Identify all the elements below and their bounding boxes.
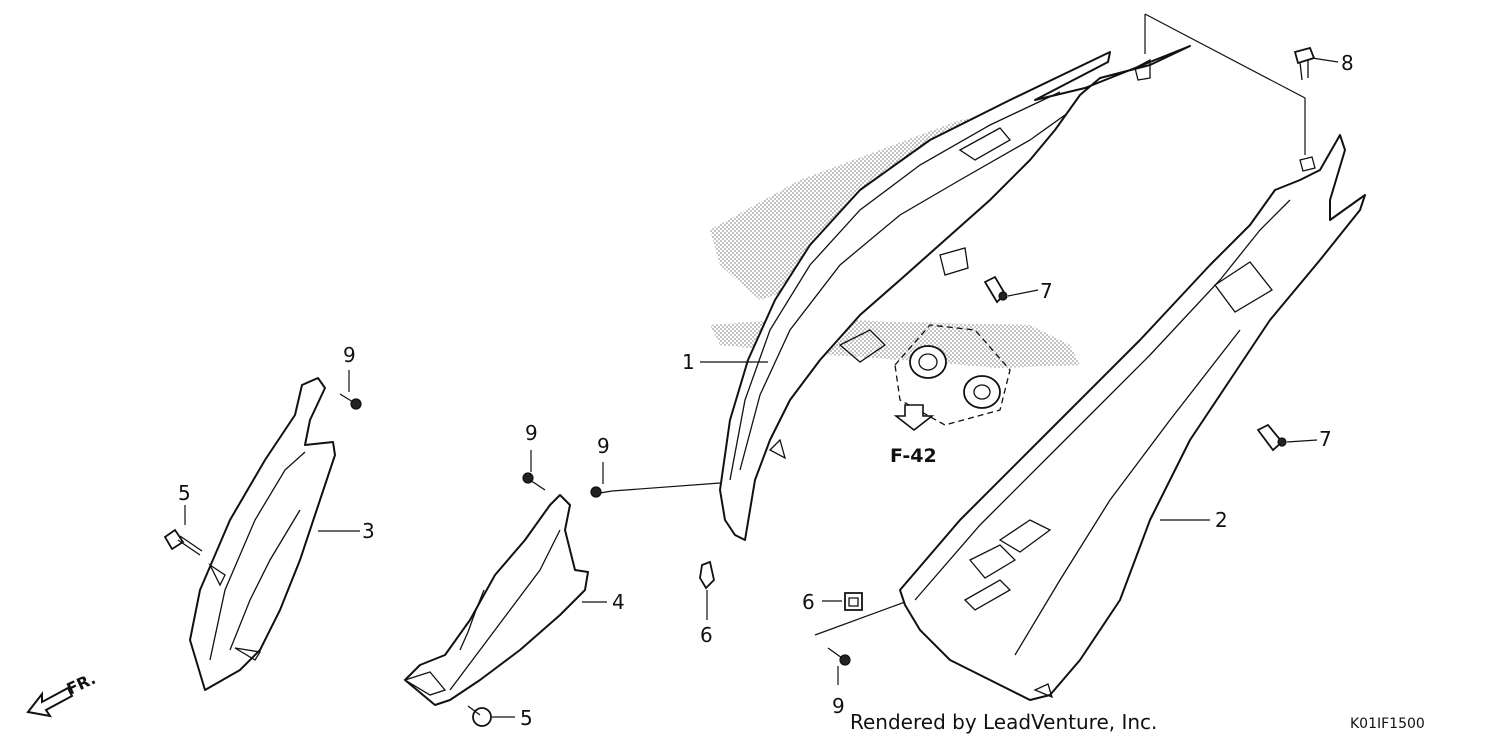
diagram-code: K01IF1500 bbox=[1350, 716, 1425, 732]
part-1-body-cover[interactable] bbox=[719, 45, 1191, 541]
credit-text: Rendered by LeadVenture, Inc. bbox=[850, 710, 1158, 734]
callout-5-upper[interactable]: 5 bbox=[178, 481, 191, 505]
ref-arrow[interactable] bbox=[893, 404, 935, 432]
bolt-8[interactable] bbox=[1293, 46, 1316, 81]
screw-9-part4[interactable] bbox=[522, 472, 546, 491]
callout-9-part4[interactable]: 9 bbox=[525, 421, 538, 445]
bolt-5-lower[interactable] bbox=[467, 705, 492, 727]
callout-4[interactable]: 4 bbox=[612, 590, 625, 614]
callout-9-part3[interactable]: 9 bbox=[343, 343, 356, 367]
leader-lines bbox=[184, 13, 1339, 718]
part-4-panel[interactable] bbox=[403, 494, 589, 706]
callout-5-lower[interactable]: 5 bbox=[520, 706, 533, 730]
callout-7-upper[interactable]: 7 bbox=[1040, 279, 1053, 303]
callout-9-bottom[interactable]: 9 bbox=[832, 694, 845, 718]
reference-label[interactable]: F-42 bbox=[890, 445, 937, 467]
callout-3[interactable]: 3 bbox=[362, 519, 375, 543]
part-2-side-cover[interactable] bbox=[899, 134, 1366, 701]
callout-2[interactable]: 2 bbox=[1215, 508, 1228, 532]
clip-6-upper[interactable] bbox=[699, 560, 715, 590]
screw-9-part3[interactable] bbox=[339, 393, 362, 410]
callout-7-lower[interactable]: 7 bbox=[1319, 427, 1332, 451]
clip-7-upper[interactable] bbox=[983, 275, 1008, 304]
front-marker: FR. bbox=[64, 669, 99, 699]
callout-6-lower[interactable]: 6 bbox=[802, 590, 815, 614]
clip-6-lower[interactable] bbox=[844, 592, 863, 611]
callout-6-upper[interactable]: 6 bbox=[700, 623, 713, 647]
callout-9-middle[interactable]: 9 bbox=[597, 434, 610, 458]
clip-7-lower[interactable] bbox=[1256, 423, 1287, 452]
screw-9-middle[interactable] bbox=[590, 486, 613, 498]
callout-1[interactable]: 1 bbox=[682, 350, 695, 374]
callout-8[interactable]: 8 bbox=[1341, 51, 1354, 75]
bolt-5-upper[interactable] bbox=[163, 528, 203, 556]
grommet-group bbox=[894, 324, 1011, 426]
part-3-panel[interactable] bbox=[189, 377, 336, 691]
front-arrow-icon bbox=[26, 686, 74, 718]
screw-9-bottom[interactable] bbox=[827, 647, 851, 666]
